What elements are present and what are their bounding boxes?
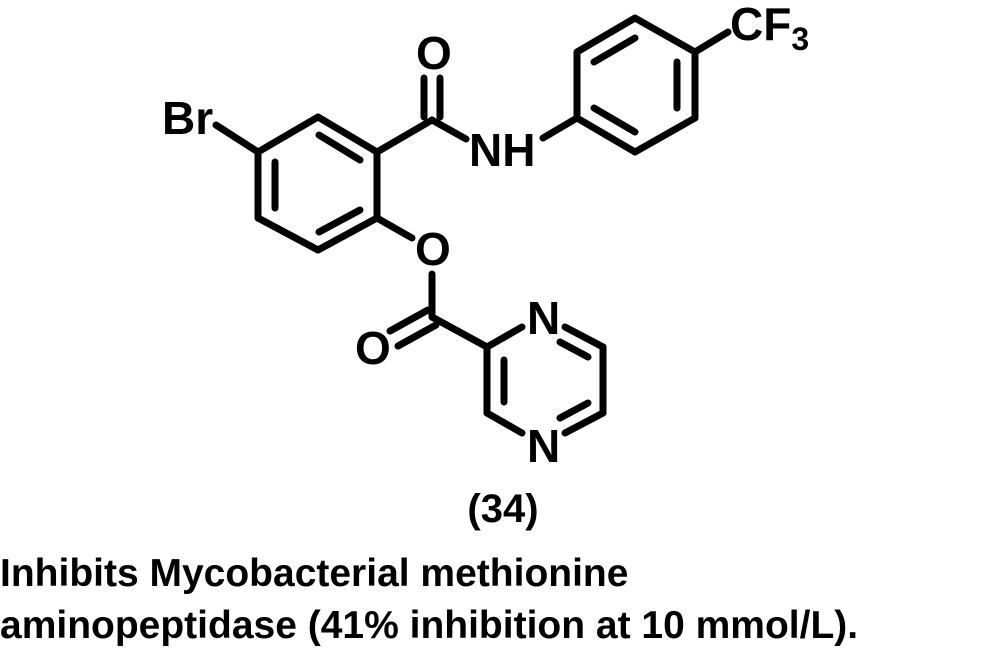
amide-nitrogen-label: NH [469, 124, 535, 176]
trifluoromethylphenyl-ring: CF3 [573, 0, 809, 156]
pyrazine-n4-label: N [527, 420, 560, 472]
trifluoromethyl-label: CF3 [730, 0, 809, 57]
bromophenyl-ring [254, 113, 381, 254]
pyrazine-ring: N N [483, 292, 607, 472]
caption-line-1: Inhibits Mycobacterial methionine [0, 552, 629, 595]
amide-group: O NH [373, 27, 581, 176]
caption-line-2: aminopeptidase (41% inhibition at 10 mmo… [0, 604, 859, 647]
ester-linkage: O O [355, 214, 491, 374]
pyrazine-n1-label: N [527, 292, 560, 344]
ester-carbonyl-oxygen-label: O [355, 322, 391, 374]
compound-number: (34) [467, 487, 539, 531]
bromine-label: Br [162, 92, 213, 144]
activity-caption: Inhibits Mycobacterial methionine aminop… [0, 548, 858, 652]
br-bond [212, 121, 262, 156]
ester-oxygen-label: O [415, 223, 451, 275]
chemical-structure-diagram: Br O NH CF3 O O [162, 0, 809, 472]
amide-oxygen-label: O [416, 27, 452, 79]
